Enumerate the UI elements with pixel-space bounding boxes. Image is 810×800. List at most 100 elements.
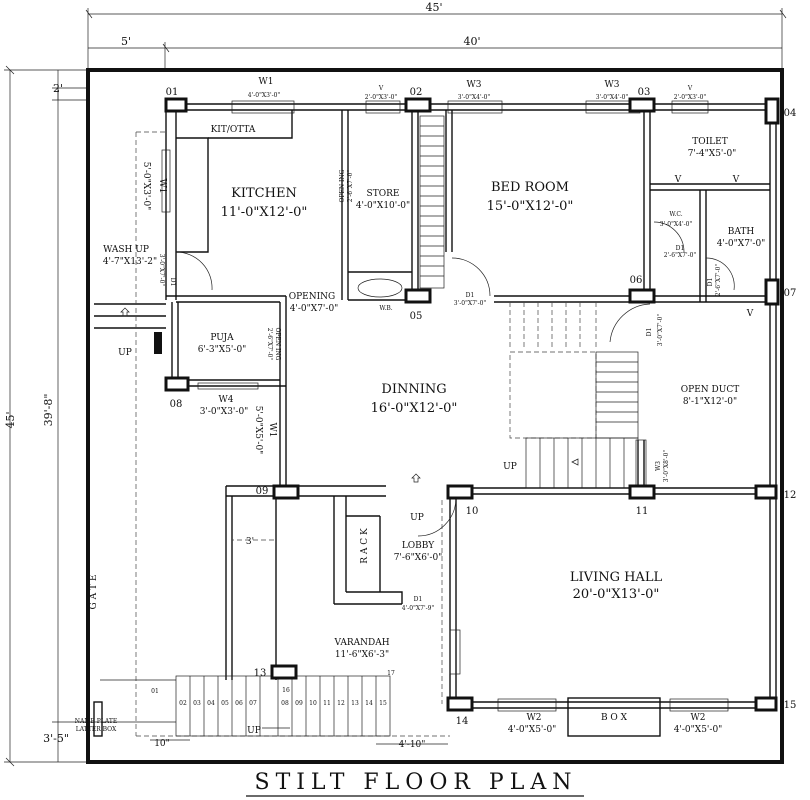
store-size: 4'-0"X10'-0" [356,201,410,211]
column-04 [764,97,780,125]
door-d1-size: 2'-6"X7'-0" [664,252,697,259]
window-v-label: V [378,85,384,92]
column-09 [272,484,300,500]
stair-step-label: 01 [151,688,159,695]
door-d1-label: D1 [414,596,423,603]
dim-10in: 10" [154,739,170,749]
window-v-label: V [674,175,682,185]
nameplate-label: NAME PLATE [75,718,117,725]
up-label: UP [503,462,517,472]
column-label: 10 [466,506,479,517]
walls [94,103,777,737]
column-label: 03 [638,87,651,98]
door-swings [175,221,735,537]
opening-label: OPENING [289,292,336,302]
rear-offset-dim: 2' [53,82,63,95]
stair-step-label: 09 [295,700,303,707]
window-v-size: 2'-0"X3'-0" [674,94,707,101]
window-w1-label: W1 [267,423,277,438]
column-label: 14 [456,716,469,727]
overall-width-dim: 45' [425,1,442,14]
bath-name: BATH [728,227,755,237]
puja-size: 6'-3"X5'-0" [198,345,247,355]
main-staircase [525,351,639,489]
arrow-icon [571,458,579,466]
wb-label: W.B. [379,305,392,312]
washup-size: 4'-7"X13'-2" [103,257,157,267]
column-label: 05 [410,311,423,322]
bedroom-size: 15'-0"X12'-0" [487,199,574,214]
front-staircase [100,675,391,737]
column-label: 01 [166,87,179,98]
stair-step-label: 15 [379,700,387,707]
column-labels: 01 02 03 04 05 06 07 08 09 10 11 12 13 1… [166,87,797,727]
column-06 [628,288,656,304]
window-v-label: V [746,309,754,319]
rack-label: R A C K [360,528,370,564]
kitchen-size: 11'-0"X12'-0" [221,205,308,220]
gate-label: G A T E [89,575,99,610]
column-label: 04 [784,108,797,119]
window-w1-label: W1 [157,179,167,194]
column-02 [404,97,432,113]
opening-size: 2'-6"X7'-0" [347,170,354,203]
column-03 [628,97,656,113]
window-v-label: V [687,85,693,92]
window-w3-label: W3 [605,80,620,90]
stair-step-label: 17 [387,670,395,677]
window-w4-label: W4 [219,395,234,405]
stair-step-label: 08 [281,700,289,707]
up-label: UP [247,726,261,736]
column-label: 02 [410,87,423,98]
column-10 [446,484,474,500]
window-w1-size: 4'-0"X3'-0" [248,92,281,99]
opening-label: OPEN ING [274,328,281,361]
window-w1-label: W1 [259,77,274,87]
column-05 [404,288,432,304]
door-d1-label: D1 [169,278,176,287]
dimension-lines [4,8,787,767]
up-label: UP [410,513,424,523]
stair-step-label: 06 [235,700,243,707]
up-label: UP [118,348,132,358]
window-w3-size: 3'-0"X4'-0" [458,94,491,101]
window-v-size: 2'-0"X3'-0" [365,94,398,101]
stair-step-numbers: 01 02 03 04 05 06 07 08 09 10 11 12 13 1… [151,670,395,707]
door-d1-label: D1 [646,328,653,337]
column-label: 11 [636,506,649,517]
door-d1-label: D1 [466,292,475,299]
column-label: 08 [170,399,183,410]
living-hall-size: 20'-0"X13'-0" [573,587,660,602]
front-offset-dim: 3'-5" [43,732,69,745]
wc-name: W.C. [669,211,682,218]
column-08 [164,376,190,392]
nameplate-box [93,701,103,737]
window-w3-label: W3 [467,80,482,90]
stair-step-label: 12 [337,700,345,707]
door-d1-size: 4'-0"X7'-9" [402,605,435,612]
stair-step-label: 02 [179,700,187,707]
dinning-name: DINNING [381,382,446,397]
window-w1-size: 5'-0"X3'-0" [141,162,151,211]
window-v-label: V [732,175,740,185]
bedroom-name: BED ROOM [491,180,569,195]
internal-staircase [419,115,445,289]
stair-step-label: 10 [309,700,317,707]
wc-size: 3'-0"X4'-0" [660,221,693,228]
nameplate-marker [154,332,162,354]
window-w3-size: 3'-0"X8'-0" [663,450,670,483]
window-markings [161,100,729,712]
column-01 [164,97,188,113]
stair-step-label: 16 [282,687,290,694]
puja-name: PUJA [210,333,234,343]
open-duct-name: OPEN DUCT [681,385,739,395]
window-w2-size: 4'-0"X5'-0" [508,725,557,735]
column-label: 13 [254,668,267,679]
toilet-size: 7'-4"X5'-0" [688,149,737,159]
dim-3ft: 3' [246,537,254,547]
main-width-dim: 40' [463,35,480,48]
lobby-size: 7'-6"X6'-0" [394,553,443,563]
kitchen-name: KITCHEN [231,186,297,201]
store-name: STORE [367,189,400,199]
stair-step-label: 03 [193,700,201,707]
